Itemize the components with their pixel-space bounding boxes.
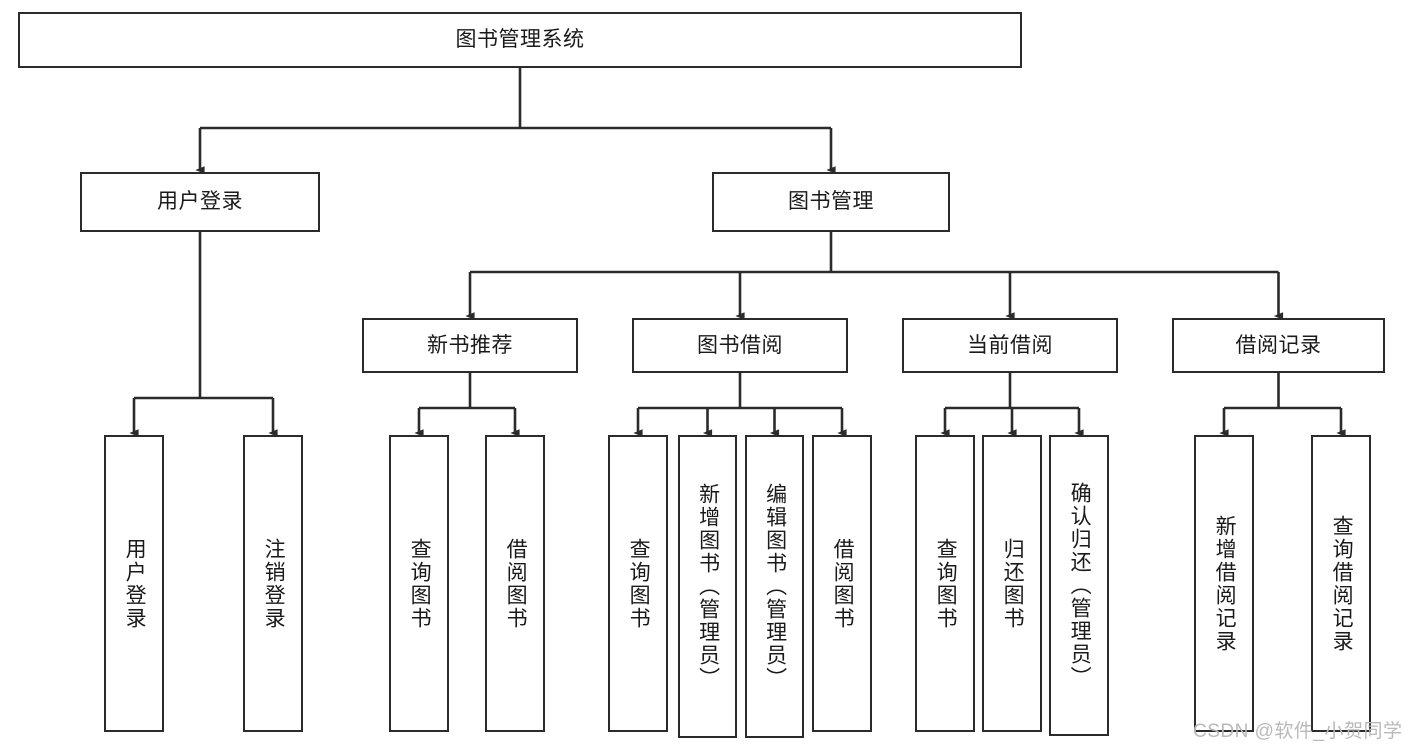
node-label: 查询图书 xyxy=(627,537,651,630)
node-new-book-rec: 新书推荐 xyxy=(362,318,578,373)
node-label: 查询图书 xyxy=(408,537,432,630)
node-label: 用户登录 xyxy=(123,537,147,630)
node-label: 图书管理 xyxy=(788,190,874,214)
leaf-leaf-edit-book: 编辑图书（管理员） xyxy=(745,435,804,738)
node-label: 查询图书 xyxy=(934,537,958,630)
leaf-leaf-add-record: 新增借阅记录 xyxy=(1194,435,1254,732)
node-label: 借阅图书 xyxy=(831,537,855,630)
node-label: 新书推荐 xyxy=(427,333,513,357)
leaf-leaf-query-book-1: 查询图书 xyxy=(389,435,449,732)
leaf-leaf-return-book: 归还图书 xyxy=(982,435,1042,732)
node-label: 查询借阅记录 xyxy=(1330,514,1354,653)
node-label: 新增图书（管理员） xyxy=(696,483,720,690)
node-current-borrow: 当前借阅 xyxy=(902,318,1118,373)
leaf-leaf-query-book-3: 查询图书 xyxy=(915,435,975,732)
watermark-text: CSDN @软件_小贺同学 xyxy=(1193,721,1403,742)
node-label: 当前借阅 xyxy=(967,333,1053,357)
leaf-leaf-borrow-book-2: 借阅图书 xyxy=(812,435,872,732)
leaf-leaf-query-book-2: 查询图书 xyxy=(608,435,668,732)
node-book-manage: 图书管理 xyxy=(712,172,950,232)
node-root: 图书管理系统 xyxy=(18,12,1022,68)
leaf-leaf-user-login: 用户登录 xyxy=(104,435,164,732)
node-label: 图书借阅 xyxy=(697,333,783,357)
leaf-leaf-logout: 注销登录 xyxy=(243,435,303,732)
leaf-leaf-add-book: 新增图书（管理员） xyxy=(678,435,737,738)
node-book-borrow: 图书借阅 xyxy=(632,318,848,373)
node-label: 图书管理系统 xyxy=(455,28,585,52)
node-label: 注销登录 xyxy=(262,537,286,630)
node-label: 编辑图书（管理员） xyxy=(763,483,787,690)
leaf-leaf-borrow-book-1: 借阅图书 xyxy=(485,435,545,732)
node-user-login: 用户登录 xyxy=(80,172,320,232)
node-label: 新增借阅记录 xyxy=(1213,514,1237,653)
leaf-leaf-confirm-return: 确认归还（管理员） xyxy=(1049,435,1109,736)
node-borrow-record: 借阅记录 xyxy=(1172,318,1385,373)
node-label: 借阅图书 xyxy=(504,537,528,630)
node-label: 归还图书 xyxy=(1001,537,1025,630)
node-label: 借阅记录 xyxy=(1235,333,1322,357)
leaf-leaf-query-record: 查询借阅记录 xyxy=(1311,435,1371,732)
node-label: 用户登录 xyxy=(157,190,243,214)
node-label: 确认归还（管理员） xyxy=(1068,482,1092,689)
